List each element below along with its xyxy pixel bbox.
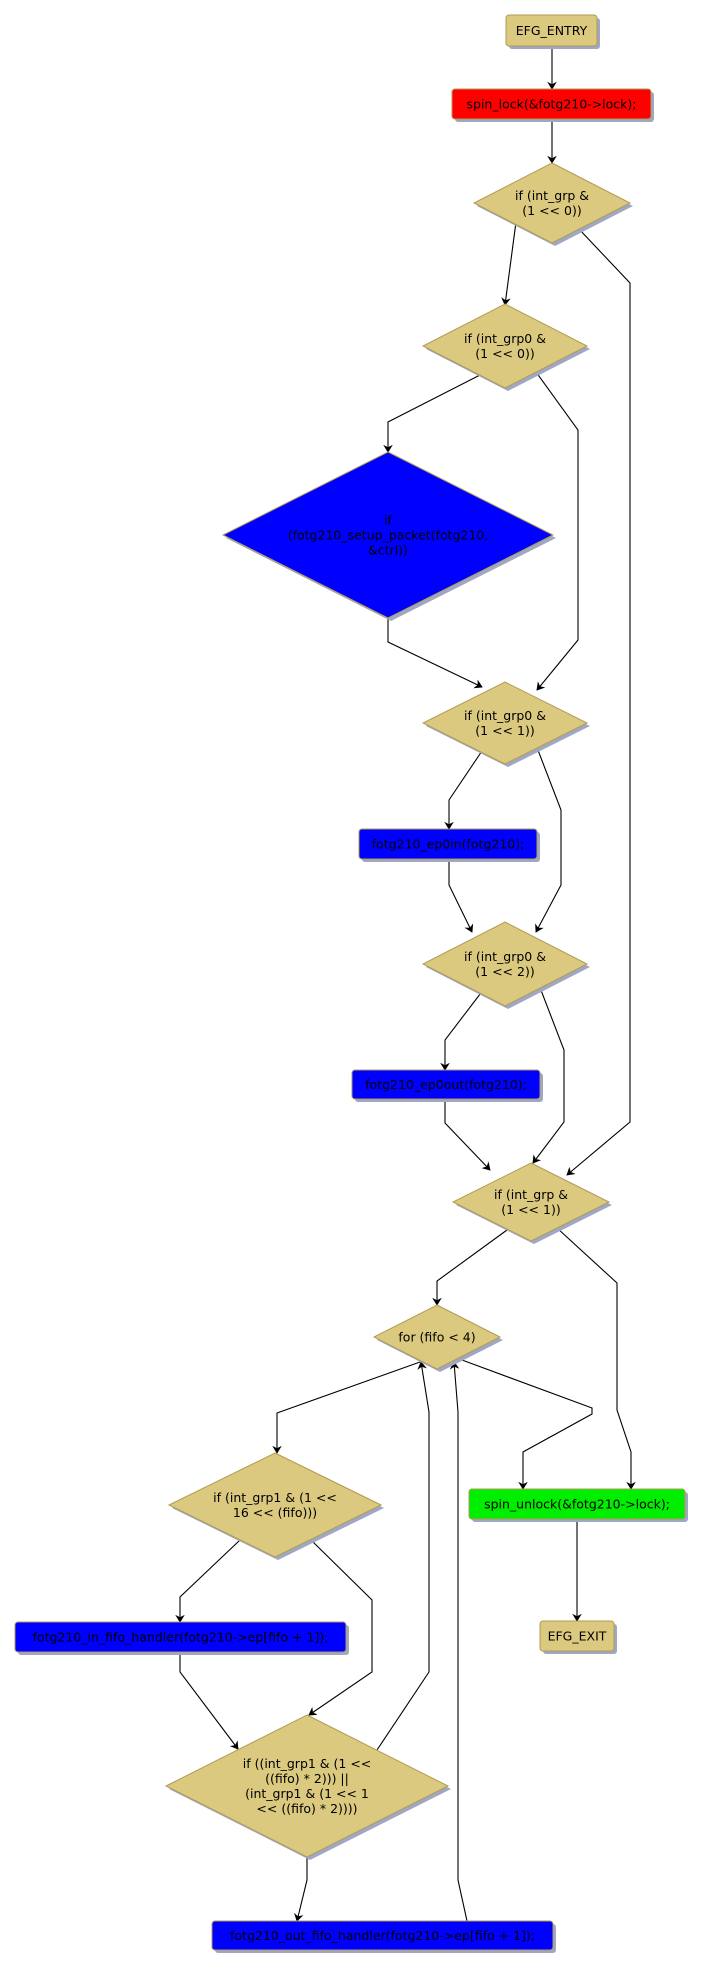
edges [175,46,636,1922]
statement-box [211,1920,554,1951]
node-label-line: (fotg210_setup_packet(fotg210, [288,528,489,543]
node-ep0out[interactable]: fotg210_ep0out(fotg210); [351,1069,543,1102]
edge-cond-grp-bit1-to-loop-fifo [432,1229,508,1306]
node-label-line: if (int_grp1 & (1 << [213,1490,337,1505]
edge-cond-grp0-bit2-to-cond-grp-bit1 [532,984,565,1164]
decision-diamond [372,1304,502,1370]
edge-cond-grp0-bit1-to-ep0in [444,744,487,830]
edge-cond-grp1-out-to-loop-fifo [376,1361,430,1751]
edge-ep0out-to-cond-grp-bit1 [444,1099,491,1171]
node-cond-grp1-in[interactable]: if (int_grp1 & (1 <<16 << (fifo))) [167,1452,384,1560]
edge-cond-grp-bit0-to-cond-grp0-bit0 [501,221,517,306]
node-cond-grp0-bit0[interactable]: if (int_grp0 &(1 << 0)) [421,303,590,391]
terminal-box [505,14,598,47]
node-label-line: fotg210_in_fifo_handler(fotg210->ep[fifo… [33,1630,329,1645]
statement-box [468,1488,686,1520]
decision-diamond [167,1452,383,1558]
node-label-line: 16 << (fifo))) [233,1505,317,1520]
node-label-line: spin_lock(&fotg210->lock); [467,97,637,112]
edge-loop-fifo-to-unlock [461,1359,593,1490]
node-label-line: (1 << 0)) [522,203,581,218]
node-label-line: if [384,513,392,528]
edge-cond-grp0-bit0-to-cond-grp0-bit1 [535,371,579,691]
node-label-line: EFG_EXIT [548,1629,607,1644]
statement-box [351,1069,541,1100]
node-loop-fifo[interactable]: for (fifo < 4) [372,1304,503,1372]
node-label-line: fotg210_ep0in(fotg210); [372,837,525,852]
node-label-line: (int_grp1 & (1 << 1 [245,1786,369,1801]
edge-loop-fifo-to-cond-grp1-in [272,1361,421,1454]
node-label-line: (1 << 1)) [501,1202,560,1217]
node-label-line: EFG_ENTRY [516,23,588,38]
decision-diamond [451,1162,611,1242]
statement-box [451,88,652,120]
node-cond-grp-bit1[interactable]: if (int_grp &(1 << 1)) [451,1162,612,1244]
edge-cond-setup-packet-to-cond-grp0-bit1 [387,618,483,689]
node-cond-setup-packet[interactable]: if(fotg210_setup_packet(fotg210,&ctrl)) [221,451,556,621]
node-label-line: if (int_grp & [515,188,589,203]
node-label-line: if (int_grp0 & [464,708,546,723]
edge-cond-grp-bit1-to-unlock [556,1227,636,1490]
edge-cond-grp-bit0-to-cond-grp-bit1 [566,227,631,1176]
statement-box [358,828,538,860]
edge-cond-grp1-out-to-out-fifo [294,1856,308,1922]
node-label-line: fotg210_ep0out(fotg210); [365,1077,527,1092]
node-label-line: for (fifo < 4) [398,1330,475,1345]
node-label-line: &ctrl)) [368,543,408,558]
decision-diamond [472,162,632,244]
node-label-line: (1 << 0)) [475,346,534,361]
node-cond-grp-bit0[interactable]: if (int_grp &(1 << 0)) [472,162,633,246]
node-cond-grp1-out[interactable]: if ((int_grp1 & (1 <<((fifo) * 2))) ||(i… [164,1714,451,1860]
edge-ep0in-to-cond-grp0-bit2 [448,859,474,933]
node-unlock[interactable]: spin_unlock(&fotg210->lock); [468,1488,688,1522]
node-in-fifo[interactable]: fotg210_in_fifo_handler(fotg210->ep[fifo… [14,1621,349,1655]
decision-diamond [421,303,589,389]
node-cond-grp0-bit1[interactable]: if (int_grp0 &(1 << 1)) [421,681,590,767]
node-cond-grp0-bit2[interactable]: if (int_grp0 &(1 << 2)) [421,921,590,1009]
edge-in-fifo-to-cond-grp1-out [179,1652,239,1750]
edge-cond-grp1-in-to-cond-grp1-out [308,1539,373,1716]
nodes: EFG_ENTRY spin_lock(&fotg210->lock);if (i… [14,14,688,1953]
node-label-line: fotg210_out_fifo_handler(fotg210->ep[fif… [230,1928,535,1943]
node-label-line: if (int_grp0 & [464,949,546,964]
edge-out-fifo-to-loop-fifo [449,1361,468,1922]
node-label-line: if (int_grp0 & [464,331,546,346]
node-lock[interactable]: spin_lock(&fotg210->lock); [451,88,654,122]
node-label-line: if (int_grp & [494,1187,568,1202]
node-label-line: if ((int_grp1 & (1 << [243,1756,372,1771]
decision-diamond [421,921,589,1007]
node-label-line: spin_unlock(&fotg210->lock); [484,1497,670,1512]
node-label-line: (1 << 1)) [475,723,534,738]
edge-cond-grp0-bit0-to-cond-setup-packet [383,374,481,453]
decision-diamond [221,451,555,619]
edge-cond-grp0-bit2-to-ep0out [440,984,488,1071]
node-label-line: ((fifo) * 2))) || [265,1771,349,1786]
edge-cond-grp0-bit1-to-cond-grp0-bit2 [535,744,562,933]
statement-box [14,1621,347,1653]
node-exit[interactable]: EFG_EXIT [539,1620,617,1654]
node-ep0in[interactable]: fotg210_ep0in(fotg210); [358,828,540,862]
terminal-box [539,1620,615,1652]
node-label-line: (1 << 2)) [475,964,534,979]
node-label-line: << ((fifo) * 2)))) [256,1801,357,1816]
decision-diamond [164,1714,450,1858]
node-out-fifo[interactable]: fotg210_out_fifo_handler(fotg210->ep[fif… [211,1920,556,1953]
decision-diamond [421,681,589,765]
node-entry[interactable]: EFG_ENTRY [505,14,600,49]
edge-cond-grp1-in-to-in-fifo [175,1539,241,1623]
